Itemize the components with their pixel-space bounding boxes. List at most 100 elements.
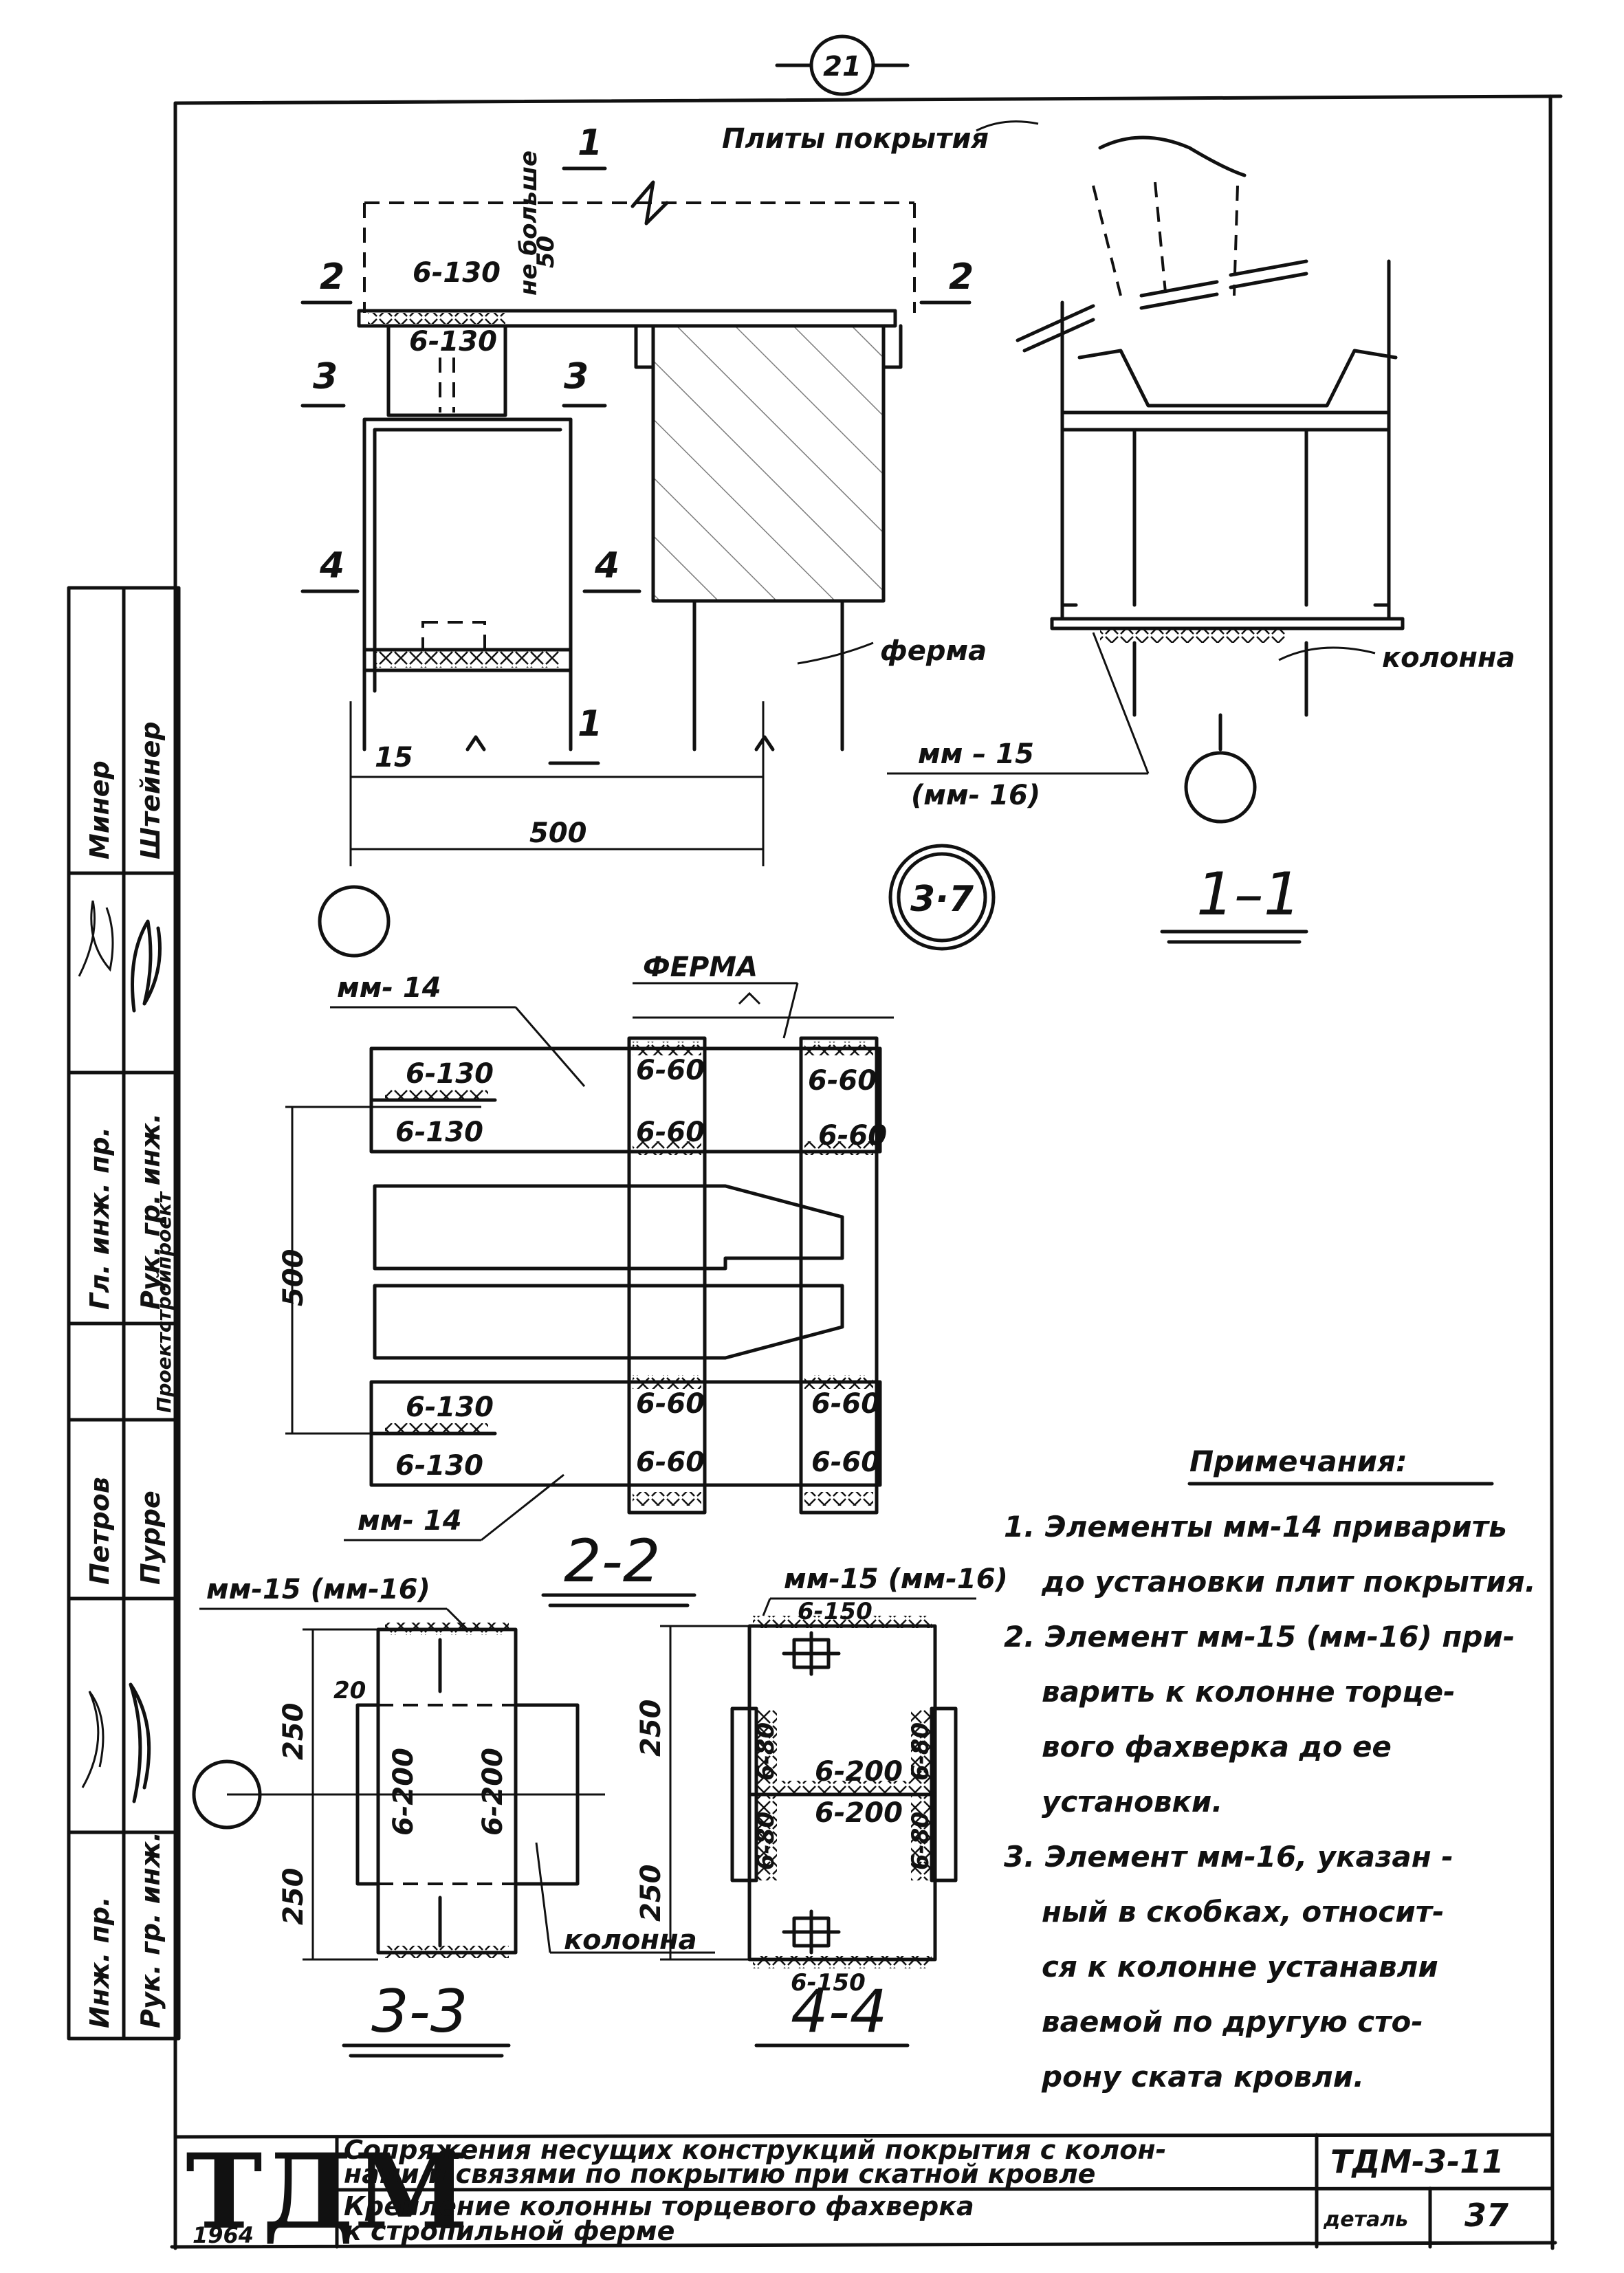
dim-500-plan: 500 — [278, 1249, 309, 1307]
element-mm16: (мм- 16) — [911, 780, 1040, 811]
element-mm1516-33: мм-15 (мм-16) — [206, 1574, 430, 1605]
organization-logo: ТДМ — [186, 2131, 468, 2252]
weld-label: 6-130 — [395, 1117, 483, 1148]
section-1-1: колонна мм – 15 (мм- 16) 1–1 — [887, 135, 1515, 944]
view-title-1-1: 1–1 — [1196, 860, 1301, 929]
page-number: 21 — [775, 34, 910, 96]
note-line: 3. Элемент мм-16, указан - — [1004, 1840, 1453, 1874]
weld-label: 6-60 — [808, 1065, 877, 1097]
dim-250-33a: 250 — [278, 1703, 309, 1761]
element-mm14-top: мм- 14 — [337, 972, 441, 1004]
weld-label: 6-200 — [477, 1748, 509, 1836]
mark-3-left: 3 — [313, 356, 338, 397]
elevation-view: 2 2 3 3 4 4 1 1 6-130 6-130 50 не больше… — [300, 120, 1039, 958]
weld-label: 6-60 — [818, 1120, 887, 1152]
weld-label: 6-130 — [409, 326, 497, 358]
stamp-r1b: Рук. гр. инж. — [135, 1113, 166, 1310]
weld-label: 6-80 — [752, 1812, 780, 1870]
element-mm14-bottom: мм- 14 — [358, 1505, 462, 1537]
stamp-r1a: Гл. инж. пр. — [85, 1127, 115, 1310]
weld-label: 6-60 — [636, 1388, 705, 1420]
dim-500: 500 — [529, 817, 587, 849]
note-line: ся к колонне устанавли — [1042, 1950, 1438, 1984]
section-4-4: мм-15 (мм-16) 6-150 6-80 6-80 6-80 6-80 … — [635, 1563, 1008, 2047]
notes-block: Примечания: 1. Элементы мм-14 приварить … — [1004, 1445, 1536, 2094]
section-3-3: мм-15 (мм-16) 250 250 20 6-200 6-200 кол… — [192, 1574, 715, 2058]
title-line-1: Сопряжения несущих конструкций покрытия … — [344, 2135, 1166, 2165]
side-stamp: Минер Штейнер Гл. инж. пр. Рук. гр. инж.… — [67, 586, 181, 2041]
weld-label: 6-130 — [406, 1392, 494, 1423]
element-mm15: мм – 15 — [918, 738, 1034, 770]
notes-heading: Примечания: — [1189, 1445, 1407, 1478]
mark-1-top: 1 — [578, 122, 602, 164]
note-line: 2. Элемент мм-15 (мм-16) при- — [1004, 1620, 1515, 1654]
mark-4-left: 4 — [319, 545, 344, 586]
weld-label: 6-200 — [815, 1756, 903, 1788]
element-mm1516-44: мм-15 (мм-16) — [784, 1563, 1008, 1595]
document-code: ТДМ-3-11 — [1330, 2143, 1504, 2180]
stamp-r4a: Инж. пр. — [85, 1897, 115, 2028]
axis-bubble — [192, 1759, 262, 1830]
detail-circle: 3·7 — [888, 844, 996, 951]
weld-label: 6-130 — [413, 257, 501, 289]
view-title-2-2: 2-2 — [564, 1527, 660, 1596]
signature-2 — [131, 919, 162, 1013]
weld-label: 6-130 — [395, 1450, 483, 1482]
roof-slabs-label: Плиты покрытия — [722, 123, 989, 155]
not-more-label: не больше — [515, 151, 542, 296]
note-line: вого фахверка до ее — [1042, 1730, 1392, 1764]
year: 1964 — [193, 2222, 254, 2248]
dim-250-33b: 250 — [278, 1868, 309, 1926]
subtitle-line-1: Крепление колонны торцевого фахверка — [344, 2191, 974, 2221]
title-line-2: нами и связями по покрытию при скатной к… — [344, 2159, 1095, 2189]
weld-label: 6-130 — [406, 1058, 494, 1090]
note-line: ваемой по другую сто- — [1042, 2005, 1423, 2039]
mark-2-left: 2 — [320, 256, 344, 298]
stamp-r5a: Штейнер — [135, 721, 166, 859]
title-block: ТДМ 1964 Сопряжения несущих конструкций … — [173, 2131, 1552, 2252]
dim-250-44a: 250 — [635, 1700, 667, 1757]
stamp-r3a: Петров — [85, 1477, 115, 1585]
page-number-text: 21 — [823, 51, 862, 83]
weld-label: 6-150 — [791, 1969, 866, 1997]
column-label-33: колонна — [564, 1924, 697, 1956]
stamp-r5b: Минер — [85, 760, 115, 859]
weld-label: 6-200 — [815, 1797, 903, 1829]
weld-label: 6-60 — [811, 1447, 880, 1478]
note-line: ный в скобках, относит- — [1042, 1895, 1445, 1929]
weld-label: 6-80 — [907, 1722, 934, 1781]
weld-label: 6-150 — [798, 1598, 873, 1625]
mark-2-right: 2 — [949, 256, 974, 298]
sheet-frame — [170, 94, 1563, 2250]
weld-label: 6-60 — [636, 1055, 705, 1086]
weld-label: 6-80 — [752, 1722, 780, 1781]
dim-50: 50 — [532, 236, 560, 268]
note-line: рону ската кровли. — [1041, 2060, 1364, 2094]
stamp-r2a: Проектстройпроект — [153, 1191, 175, 1413]
view-title-3-3: 3-3 — [371, 1977, 468, 2046]
signature-3 — [81, 1691, 105, 1788]
column-label: колонна — [1382, 642, 1515, 674]
signature-1 — [78, 900, 114, 977]
dim-20: 20 — [333, 1677, 366, 1704]
weld-label: 6-200 — [388, 1748, 419, 1836]
axis-bubble — [1184, 751, 1257, 824]
detail-number: 37 — [1464, 2197, 1508, 2234]
mark-1-bottom: 1 — [578, 703, 602, 745]
stamp-r4b: Рук. гр. инж. — [135, 1832, 166, 2028]
weld-label: 6-60 — [811, 1388, 880, 1420]
axis-bubble — [318, 885, 391, 958]
signature-4 — [129, 1682, 151, 1803]
weld-label: 6-80 — [907, 1812, 934, 1870]
section-2-2: ФЕРМА мм- 14 500 6-130 6 — [278, 952, 894, 1607]
note-line: до установки плит покрытия. — [1041, 1565, 1536, 1599]
note-line: варить к колонне торце- — [1042, 1675, 1456, 1709]
weld-label: 6-60 — [636, 1117, 705, 1148]
stamp-r3b: Пурре — [135, 1491, 166, 1585]
dim-15: 15 — [375, 742, 413, 773]
detail-label: деталь — [1323, 2208, 1408, 2232]
subtitle-line-2: к стропильной ферме — [344, 2216, 674, 2246]
note-line: 1. Элементы мм-14 приварить — [1004, 1510, 1507, 1544]
detail-circle-text: 3·7 — [910, 879, 974, 920]
